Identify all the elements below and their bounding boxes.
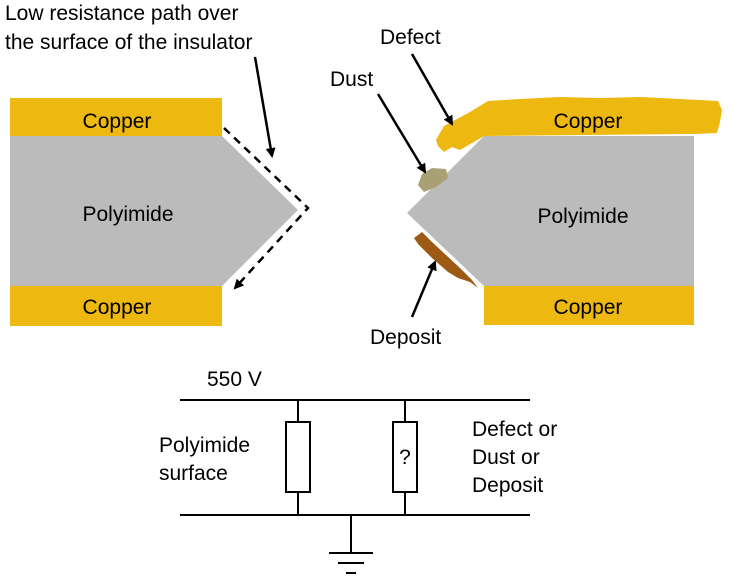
unknown-resistor: [392, 421, 418, 493]
surface-path-dashed-arrow: [223, 127, 310, 290]
right-copper-bottom-label: Copper: [554, 296, 623, 319]
deposit-label: Deposit: [370, 326, 441, 349]
defect-dust-deposit-line2: Dust or: [472, 446, 540, 469]
defect-dust-deposit-line1: Defect or: [472, 418, 557, 441]
right-electrode: Copper Polyimide Copper: [407, 97, 722, 325]
right-copper-top-defect: [436, 97, 722, 152]
dust-arrow: [376, 93, 427, 174]
left-copper-bottom: [10, 286, 222, 326]
voltage-label: 550 V: [207, 368, 262, 391]
left-copper-top-label: Copper: [83, 110, 152, 133]
defect-label: Defect: [380, 26, 441, 49]
polyimide-surface-resistor: [285, 421, 311, 493]
right-copper-top-label: Copper: [554, 110, 623, 133]
left-copper-bottom-label: Copper: [83, 296, 152, 319]
polyimide-surface-label-line2: surface: [159, 462, 228, 485]
defect-arrow: [410, 53, 454, 126]
equivalent-circuit: 550 V ? Polyimide surface Defect or Dust…: [159, 368, 557, 574]
deposit-arrow: [410, 260, 437, 318]
deposit-blob: [414, 232, 478, 288]
right-copper-bottom: [484, 286, 694, 325]
left-electrode: Copper Polyimide Copper: [10, 98, 298, 326]
unknown-resistor-symbol: ?: [399, 446, 411, 469]
dust-particle: [418, 168, 448, 192]
right-polyimide: [407, 136, 694, 286]
dust-label: Dust: [330, 68, 373, 91]
path-annotation-line1: Low resistance path over: [5, 2, 238, 25]
left-polyimide-label: Polyimide: [82, 203, 173, 226]
left-copper-top: [10, 98, 222, 136]
right-polyimide-label: Polyimide: [537, 205, 628, 228]
path-annotation-arrow: [253, 56, 276, 158]
defect-dust-deposit-line3: Deposit: [472, 474, 543, 497]
polyimide-surface-label-line1: Polyimide: [159, 434, 250, 457]
left-polyimide: [10, 136, 298, 286]
path-annotation-line2: the surface of the insulator: [5, 31, 252, 54]
